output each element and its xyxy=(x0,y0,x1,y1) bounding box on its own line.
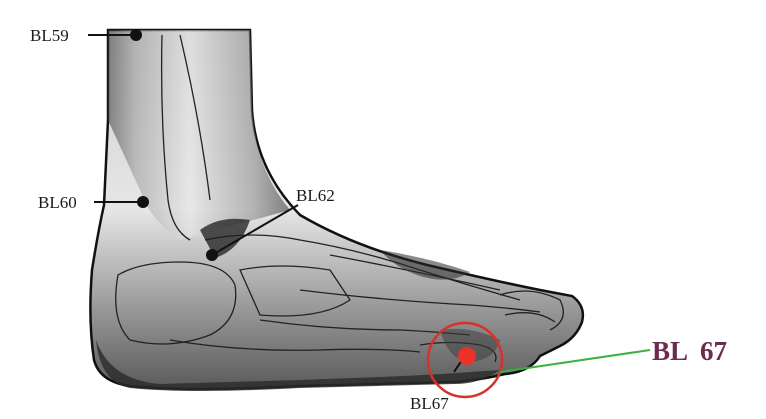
bl59-point xyxy=(130,29,142,41)
bl67-highlight-point xyxy=(458,347,476,365)
bl59-label: BL59 xyxy=(30,26,69,45)
bl62-leader xyxy=(211,204,299,256)
bl60-label: BL60 xyxy=(38,193,77,212)
foot-illustration xyxy=(89,28,585,391)
bl67-big-label: BL 67 xyxy=(652,336,727,366)
bone-lines xyxy=(115,34,564,363)
bl60-point xyxy=(137,196,149,208)
acupoint-markers xyxy=(88,29,651,399)
bl67-green-leader xyxy=(499,349,651,373)
dorsum-shadow xyxy=(380,250,470,280)
toe-shadow xyxy=(440,328,500,362)
bl62-label: BL62 xyxy=(296,186,335,205)
leg-shading xyxy=(108,30,290,240)
acupoint-labels: BL59 BL60 BL62 BL67 BL 67 xyxy=(30,26,727,413)
bl67-small-label: BL67 xyxy=(410,394,449,413)
ankle-shadow xyxy=(200,218,250,258)
sole-shadow xyxy=(96,340,500,391)
bl67-highlight-ring xyxy=(426,321,504,399)
